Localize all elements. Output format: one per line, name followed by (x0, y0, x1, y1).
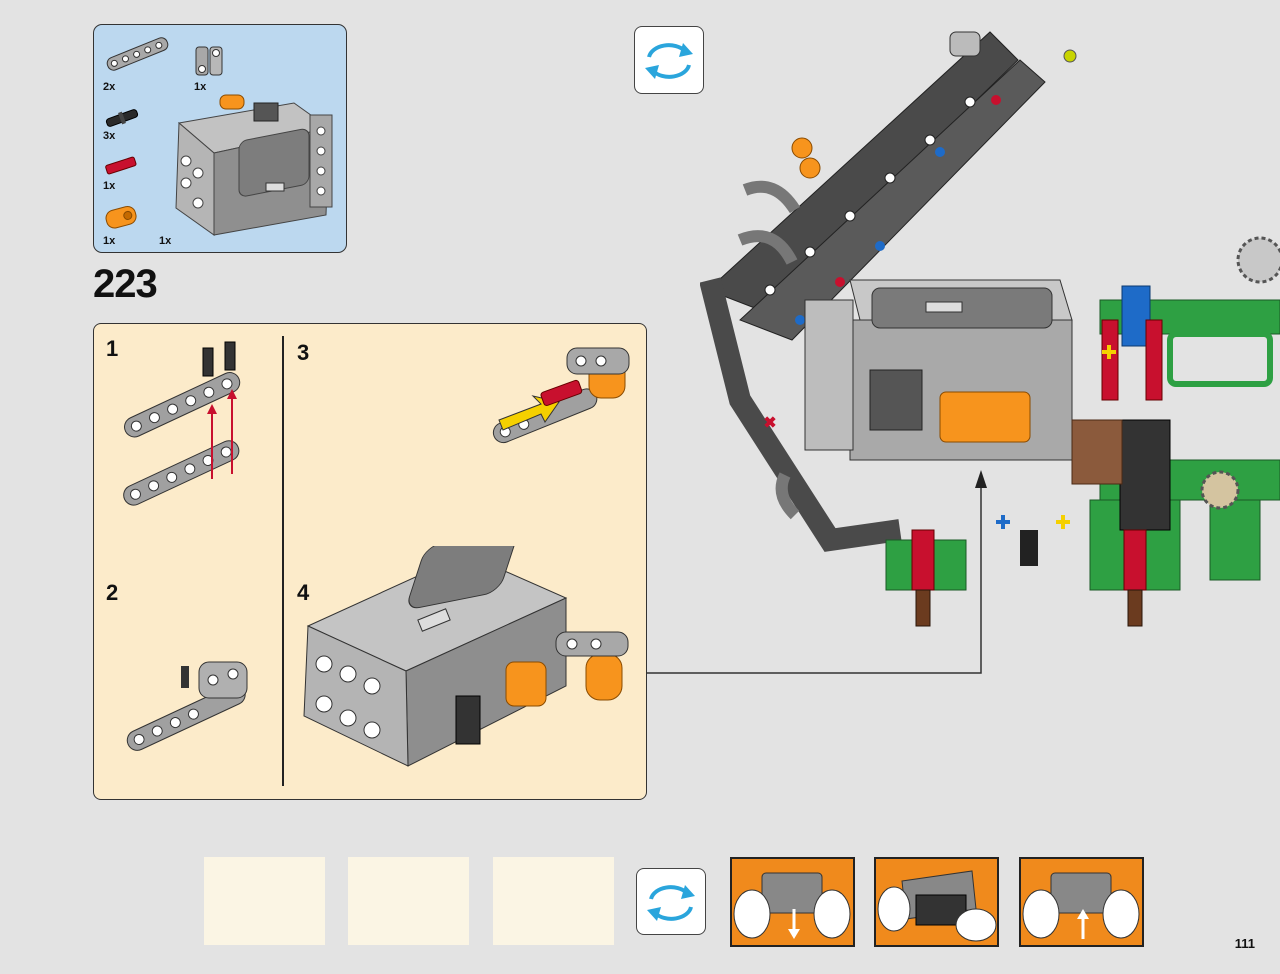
step-number: 223 (93, 262, 158, 306)
substep-label: 4 (297, 580, 310, 605)
substep-4-illustration (303, 546, 629, 767)
part-quantity: 1x (194, 81, 207, 93)
part-axle-red (105, 156, 137, 175)
main-model-illustration (700, 31, 1280, 627)
part-quantity: 2x (103, 81, 116, 93)
rotate-hint-button[interactable] (636, 868, 706, 935)
hint-thumbnail-faded (348, 857, 469, 945)
part-quantity: 3x (103, 130, 116, 142)
hint-thumbnail-faded (493, 857, 614, 945)
rotate-arrows-icon (647, 885, 695, 921)
substep-3-illustration (492, 347, 630, 444)
part-battery-box (175, 94, 333, 236)
substep-label: 1 (106, 336, 119, 361)
substep-label: 3 (297, 340, 310, 365)
substep-label: 2 (106, 580, 119, 605)
rotate-model-button[interactable] (634, 26, 704, 94)
hands-holding-box-icon (733, 872, 851, 939)
hint-photo-remove-cover (730, 857, 855, 947)
hint-photo-insert-cover (1019, 857, 1144, 947)
part-connector-gray (195, 46, 223, 76)
hands-opening-box-icon (877, 870, 997, 942)
part-quantity: 1x (103, 180, 116, 192)
part-quantity: 1x (103, 235, 116, 247)
part-connector-orange (105, 205, 137, 229)
substep-2-illustration (126, 661, 248, 751)
hands-closing-box-icon (1022, 872, 1140, 939)
hint-thumbnail-faded (204, 857, 325, 945)
parts-list-callout: 2x 1x 3x 1x 1x (93, 24, 347, 253)
callout-leader-line (646, 470, 987, 674)
substep-divider (282, 336, 284, 786)
page-number: 111 (1234, 936, 1255, 951)
sub-assembly-panel: 1 2 3 4 (93, 323, 647, 800)
part-pin-black (105, 109, 139, 127)
substep-1-illustration (123, 341, 241, 506)
part-quantity: 1x (159, 235, 172, 247)
part-beam-gray (106, 37, 169, 71)
rotate-arrows-icon (645, 43, 693, 79)
hint-photo-open-box (874, 857, 999, 947)
